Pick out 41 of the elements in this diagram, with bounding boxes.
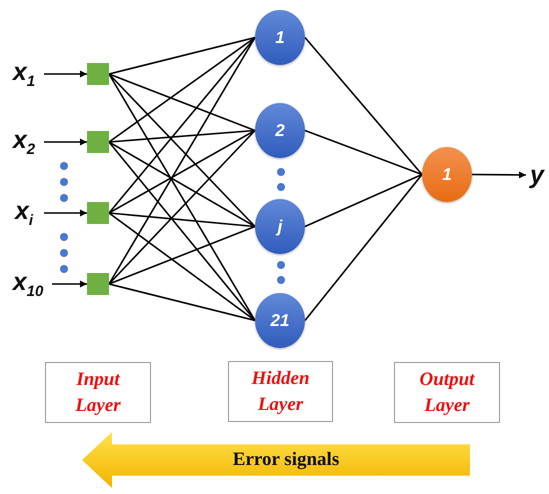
error-signal-arrow: Error signals [82,432,470,488]
hidden-neuron: 1 [255,10,305,65]
arrow [44,210,87,216]
connection-line [108,212,256,228]
input-node [87,63,109,85]
connection-line [108,130,256,285]
connection-line [304,174,423,321]
arrow [52,280,87,288]
output-neuron: 1 [422,147,472,202]
connection-line [108,37,256,284]
input-node [87,202,109,224]
connection-line [304,130,422,176]
connection-line [108,283,256,322]
connection-line [108,141,256,228]
connection-line [304,174,422,228]
variable-label: x$_{i}$ [4,195,44,231]
connection-line [108,36,256,75]
hidden-neuron: j [255,199,305,254]
hidden-neuron: 2 [255,103,305,158]
input-node [87,273,109,295]
layer-label-box: Input Layer [45,362,151,423]
variable-label: x$_{2}$ [4,124,44,160]
connection-line [108,73,256,228]
connection-line [108,130,256,143]
hidden-neuron: 21 [255,293,305,348]
arrow [472,171,526,178]
connection-line [108,212,256,322]
arrow [44,70,87,78]
arrow [44,138,87,146]
variable-label: x$_{1}$ [4,56,44,92]
layer-label-box: Output Layer [394,362,500,423]
variable-label: y [526,157,548,193]
connection-line [108,130,256,214]
connection-line [108,73,256,132]
input-node [87,131,109,153]
layer-label-box: Hidden Layer [228,361,333,422]
connection-line [108,74,256,321]
connection-line [108,36,256,143]
variable-label: x$_{10}$ [4,266,52,302]
connection-line [304,36,423,176]
connection-line [108,226,256,285]
